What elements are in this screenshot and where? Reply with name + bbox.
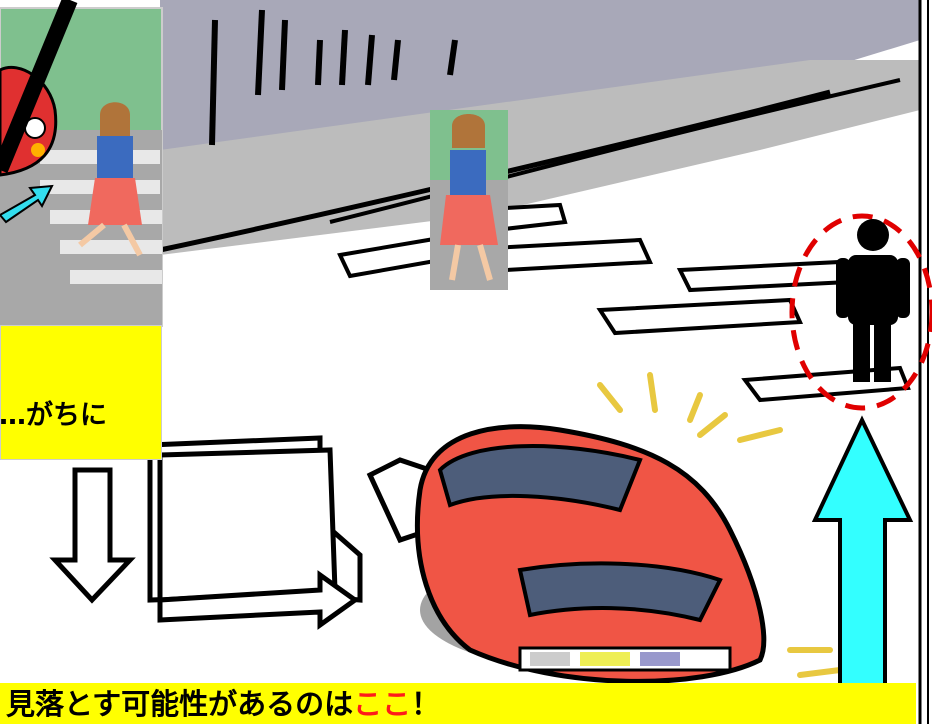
bottom-caption-highlight: ここ bbox=[353, 687, 411, 721]
bottom-caption-line: 見落とす可能性があるのはここ！ bbox=[6, 685, 440, 723]
bottom-caption-main: 見落とす可能性があるのは bbox=[6, 687, 353, 721]
top-caption-text: …がちに bbox=[0, 398, 107, 434]
woman-pedestrian-icon bbox=[430, 110, 508, 290]
bottom-caption-tail: ！ bbox=[411, 687, 440, 721]
top-caption: …がちに bbox=[0, 325, 162, 460]
inset-illustration bbox=[0, 0, 162, 326]
bottom-caption: 見落とす可能性があるのはここ！ bbox=[0, 683, 916, 724]
